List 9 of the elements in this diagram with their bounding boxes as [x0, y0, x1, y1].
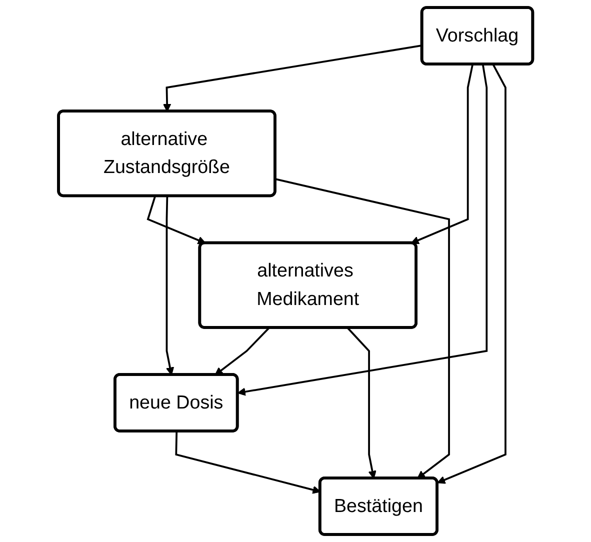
arrow [162, 44, 422, 112]
arrow [410, 64, 474, 244]
arrow [237, 64, 488, 396]
arrow [166, 196, 174, 376]
arrow [214, 327, 270, 376]
arrow [346, 327, 376, 479]
arrow [437, 64, 506, 484]
arrow [275, 178, 450, 479]
arrow [146, 196, 206, 244]
